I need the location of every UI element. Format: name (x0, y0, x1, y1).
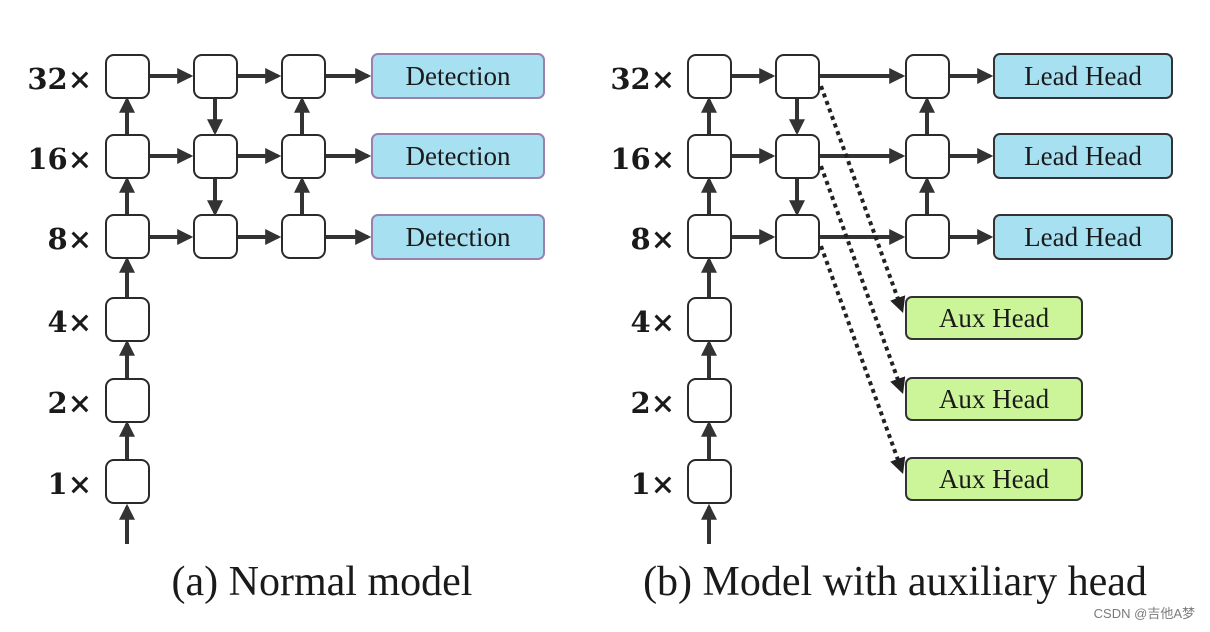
panel-b: 32× 16× 8× 4× 2× 1× (610, 53, 1173, 605)
level-label-16x: 16× (27, 142, 92, 176)
level-label-4x: 4× (631, 305, 675, 339)
neck-node (281, 54, 326, 99)
panel-a: 32× 16× 8× 4× 2× 1× (27, 53, 545, 605)
lead-head-box (993, 53, 1173, 99)
backbone-node-16x (687, 134, 732, 179)
level-label-8x: 8× (631, 222, 675, 256)
watermark: CSDN @吉他A梦 (1094, 606, 1195, 621)
aux-head-label: Aux Head (939, 303, 1050, 333)
caption-a: (a) Normal model (172, 559, 473, 605)
neck-node (281, 134, 326, 179)
detection-head-box (371, 214, 545, 260)
backbone-node-16x (105, 134, 150, 179)
backbone-node-1x (105, 459, 150, 504)
caption-b: (b) Model with auxiliary head (643, 559, 1147, 605)
backbone-node-4x (105, 297, 150, 342)
level-label-16x: 16× (610, 142, 675, 176)
lead-head-box (993, 214, 1173, 260)
neck-node (193, 54, 238, 99)
neck-node (775, 54, 820, 99)
neck-node (905, 214, 950, 259)
neck-node (193, 134, 238, 179)
level-label-2x: 2× (48, 386, 92, 420)
detection-head-label: Detection (406, 61, 511, 91)
level-label-1x: 1× (48, 467, 92, 501)
lead-head-label: Lead Head (1024, 141, 1142, 171)
backbone-node-4x (687, 297, 732, 342)
aux-head-box (905, 457, 1083, 501)
lead-head-label: Lead Head (1024, 61, 1142, 91)
aux-head-label: Aux Head (939, 384, 1050, 414)
backbone-node-2x (687, 378, 732, 423)
neck-node (775, 134, 820, 179)
lead-head-label: Lead Head (1024, 222, 1142, 252)
neck-node (193, 214, 238, 259)
neck-node (281, 214, 326, 259)
level-label-32x: 32× (27, 62, 92, 96)
level-label-1x: 1× (631, 467, 675, 501)
backbone-node-1x (687, 459, 732, 504)
detection-head-box (371, 53, 545, 99)
level-label-4x: 4× (48, 305, 92, 339)
neck-node (905, 54, 950, 99)
level-label-2x: 2× (631, 386, 675, 420)
detection-head-box (371, 133, 545, 179)
backbone-node-2x (105, 378, 150, 423)
aux-head-box (905, 296, 1083, 340)
backbone-node-32x (105, 54, 150, 99)
aux-head-box (905, 377, 1083, 421)
detection-head-label: Detection (406, 141, 511, 171)
detection-head-label: Detection (406, 222, 511, 252)
level-label-32x: 32× (610, 62, 675, 96)
aux-head-label: Aux Head (939, 464, 1050, 494)
backbone-node-8x (105, 214, 150, 259)
level-label-8x: 8× (48, 222, 92, 256)
lead-head-box (993, 133, 1173, 179)
backbone-node-8x (687, 214, 732, 259)
backbone-node-32x (687, 54, 732, 99)
neck-node (775, 214, 820, 259)
neck-node (905, 134, 950, 179)
